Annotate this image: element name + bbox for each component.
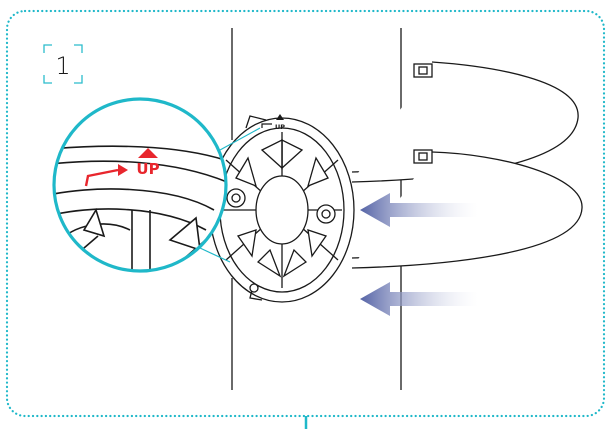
plate-up-marker: UP <box>261 114 285 131</box>
step-bracket <box>43 44 83 84</box>
direction-arrow-upper <box>360 193 478 227</box>
zoom-rotate-arrow-icon <box>84 168 119 187</box>
plate-up-label: UP <box>275 123 285 131</box>
zoom-rotate-arrow-head <box>118 164 128 176</box>
zoom-ring <box>52 97 228 273</box>
zoom-connector <box>199 127 261 263</box>
up-triangle-icon <box>276 114 284 120</box>
mounting-plate <box>209 115 355 303</box>
zoom-up-triangle-icon <box>138 148 158 158</box>
cable-tie-upper <box>351 61 579 183</box>
arrow-left-icon <box>360 193 478 316</box>
zoom-detail: UP <box>52 97 228 273</box>
zoom-up-label: UP <box>136 160 159 178</box>
rotate-arrow-icon <box>261 123 272 128</box>
step-number: 1 <box>55 52 70 80</box>
frame-border <box>5 9 606 418</box>
direction-arrow-lower <box>360 282 478 316</box>
